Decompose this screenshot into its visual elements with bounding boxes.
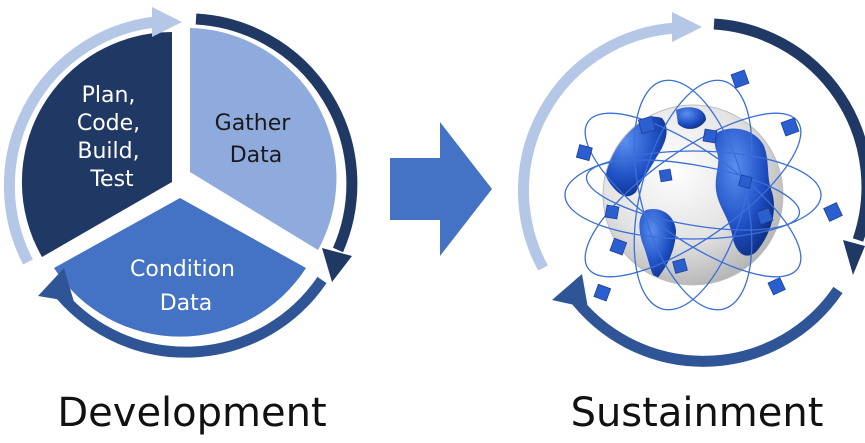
condition-data-segment [54, 198, 306, 337]
sustain-arrow-pale [518, 22, 677, 271]
development-cycle: Plan, Code, Build, Test Gather Data Cond… [3, 7, 358, 358]
sustain-arrowhead-blue [552, 274, 588, 308]
cycle-arrowhead-blue [38, 268, 74, 302]
plan-code-build-test-segment [21, 31, 172, 257]
satellite-icons [575, 69, 843, 302]
sustainment-cycle [518, 12, 865, 367]
gather-data-label: Gather Data [215, 111, 298, 168]
plan-code-build-test-label: Plan, Code, Build, Test [77, 83, 147, 192]
cycle-arrowhead-navy [322, 248, 352, 282]
sustain-arrow-navy [713, 18, 865, 242]
gather-data-segment [190, 28, 337, 250]
cycle-arrowhead-pale [152, 7, 182, 37]
development-caption: Development [57, 390, 326, 436]
cycle-arrow-navy [195, 13, 358, 253]
sustainment-caption: Sustainment [571, 390, 824, 436]
sustain-arrow-blue [567, 286, 843, 367]
sustain-arrowhead-navy [843, 240, 865, 275]
cycle-arrow-pale [3, 16, 156, 265]
cycle-arrow-blue [50, 276, 327, 358]
sustain-arrowhead-pale [672, 12, 702, 42]
condition-data-label: Condition Data [130, 257, 242, 316]
globe-icon [602, 104, 784, 286]
transition-arrow [390, 122, 492, 256]
